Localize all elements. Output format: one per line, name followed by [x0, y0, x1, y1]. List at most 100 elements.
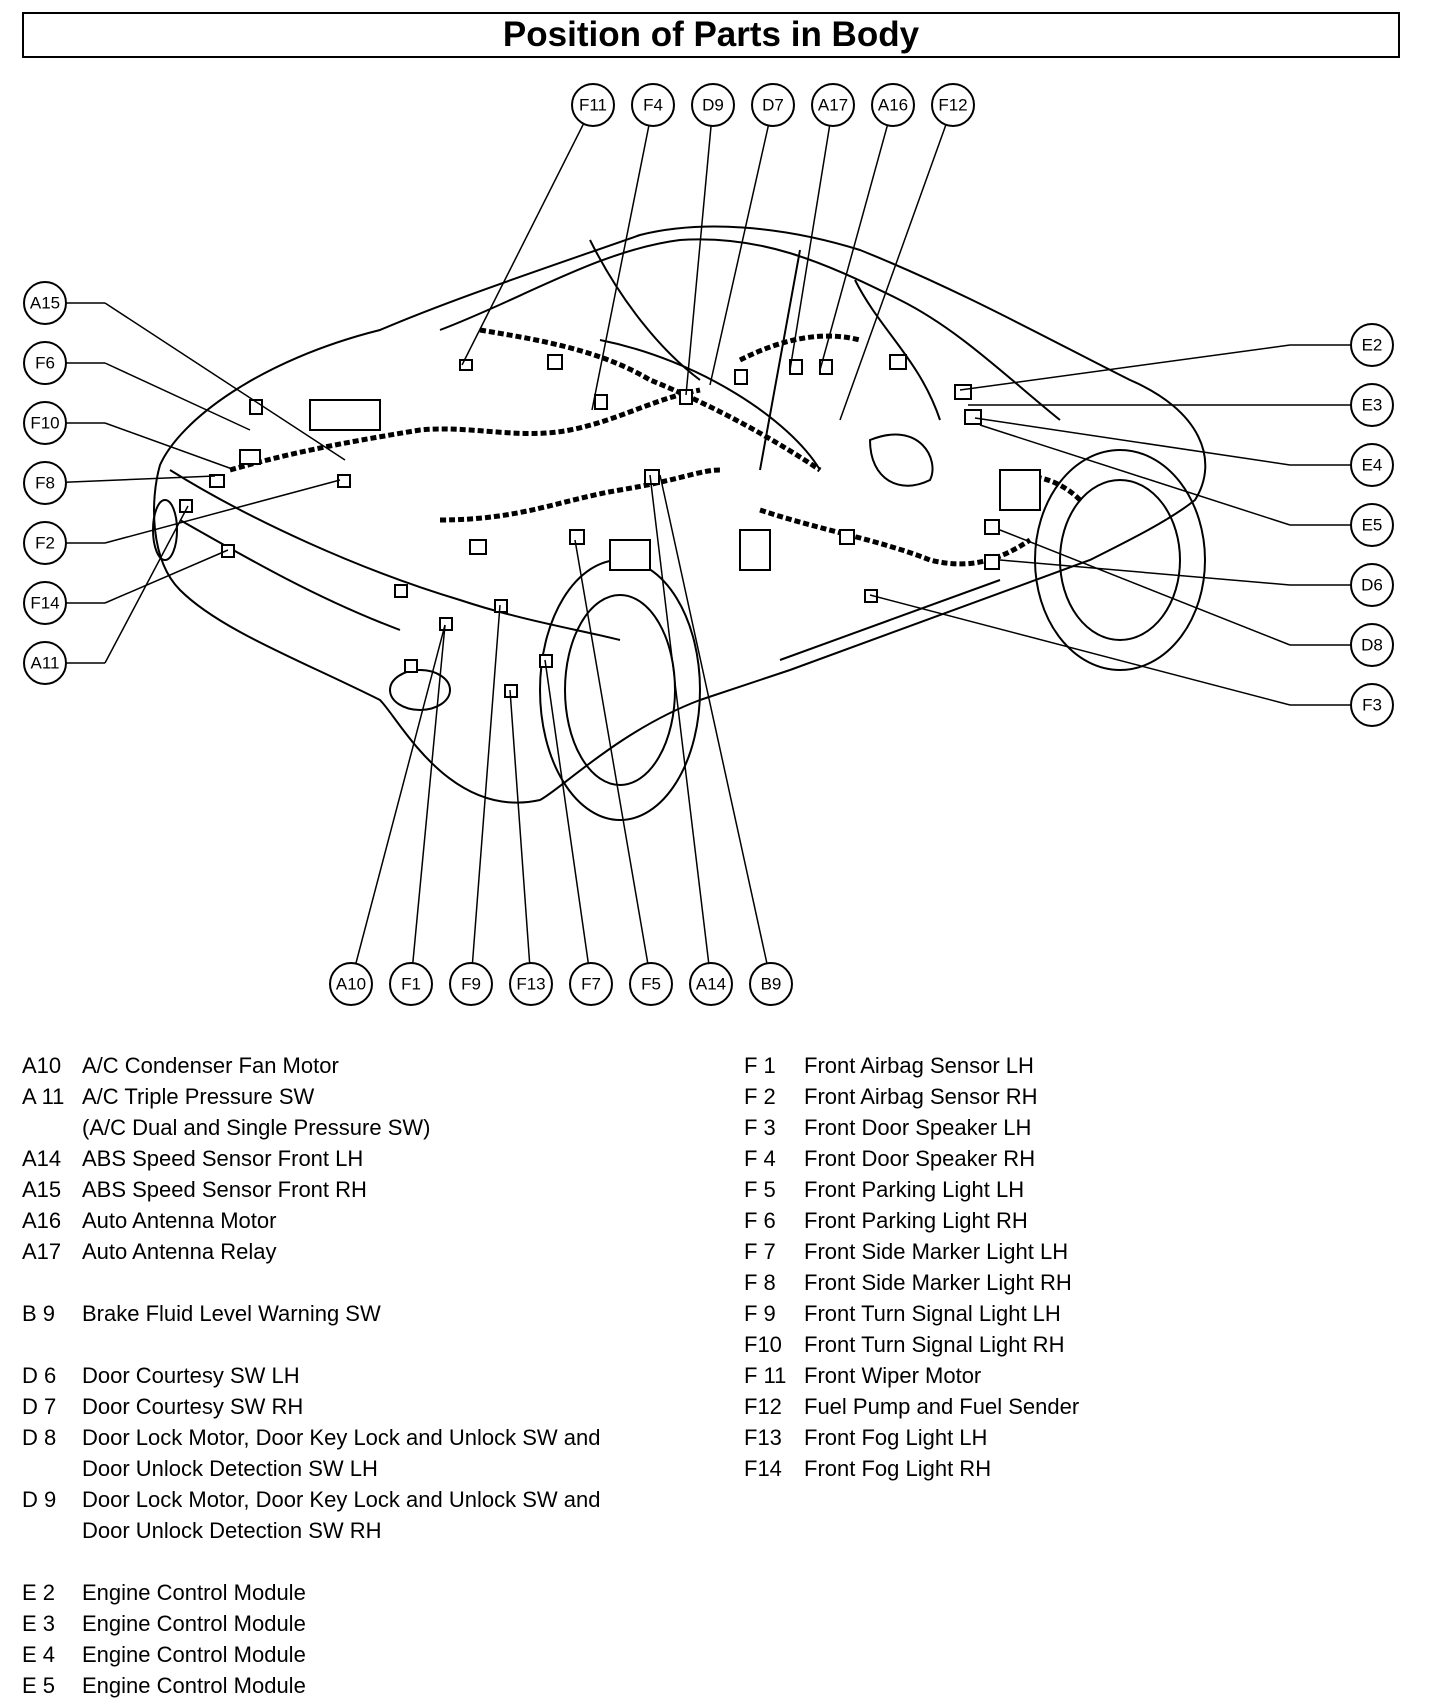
callout-F1: F1 [389, 962, 433, 1006]
callout-bubbles-top: F11 F4 D9 D7 A17 A16 F12 [571, 83, 975, 127]
legend-row-continuation: Door Unlock Detection SW LH [82, 1456, 378, 1481]
svg-text:F13: F13 [516, 975, 545, 994]
callout-F12: F12 [931, 83, 975, 127]
callout-D7: D7 [751, 83, 795, 127]
svg-text:F2: F2 [35, 534, 55, 553]
callout-E3: E3 [1350, 383, 1394, 427]
svg-text:D7: D7 [762, 96, 784, 115]
car-outline [152, 225, 1207, 821]
callout-A16: A16 [871, 83, 915, 127]
callout-F6: F6 [23, 341, 67, 385]
page-title: Position of Parts in Body [502, 15, 920, 54]
svg-text:E2: E2 [1362, 336, 1383, 355]
leader-lines [46, 104, 1370, 983]
callout-B9: B9 [749, 962, 793, 1006]
svg-text:F9: F9 [461, 975, 481, 994]
svg-text:F6: F6 [35, 354, 55, 373]
connectors [179, 354, 1041, 698]
svg-text:E5: E5 [1362, 516, 1383, 535]
callout-E4: E4 [1350, 443, 1394, 487]
svg-text:D6: D6 [1361, 576, 1383, 595]
callout-bubbles-right: E2 E3 E4 E5 D6 D8 F3 [1350, 323, 1394, 727]
callout-F2: F2 [23, 521, 67, 565]
svg-text:A15: A15 [30, 294, 60, 313]
svg-text:E3: E3 [1362, 396, 1383, 415]
callout-A10: A10 [329, 962, 373, 1006]
callout-bubbles-bottom: A10 F1 F9 F13 F7 F5 A14 B9 [329, 962, 793, 1006]
callout-F9: F9 [449, 962, 493, 1006]
svg-text:F11: F11 [579, 96, 607, 115]
callout-F5: F5 [629, 962, 673, 1006]
callout-D6: D6 [1350, 563, 1394, 607]
legend-row-continuation: Door Unlock Detection SW RH [82, 1518, 382, 1543]
car-body-diagram: F11 F4 D9 D7 A17 A16 F12 A15 F6 F10 F8 F… [23, 83, 1394, 1006]
wiring-harness [229, 327, 1082, 567]
callout-F13: F13 [509, 962, 553, 1006]
callout-A17: A17 [811, 83, 855, 127]
legend-row-continuation: (A/C Dual and Single Pressure SW) [82, 1115, 431, 1140]
callout-A14: A14 [689, 962, 733, 1006]
svg-text:D9: D9 [702, 96, 724, 115]
svg-text:D8: D8 [1361, 636, 1383, 655]
svg-text:E4: E4 [1362, 456, 1383, 475]
svg-text:A16: A16 [878, 96, 908, 115]
callout-E5: E5 [1350, 503, 1394, 547]
svg-text:F12: F12 [938, 96, 967, 115]
callout-F8: F8 [23, 461, 67, 505]
svg-text:F3: F3 [1362, 696, 1382, 715]
callout-F7: F7 [569, 962, 613, 1006]
svg-text:A14: A14 [696, 975, 726, 994]
svg-text:F4: F4 [643, 96, 663, 115]
title-box: Position of Parts in Body [22, 12, 1400, 58]
svg-text:A11: A11 [31, 654, 60, 673]
svg-text:A10: A10 [336, 975, 366, 994]
svg-text:F14: F14 [30, 594, 59, 613]
callout-A15: A15 [23, 281, 67, 325]
callout-F14: F14 [23, 581, 67, 625]
callout-F11: F11 [571, 83, 615, 127]
callout-A11: A11 [23, 641, 67, 685]
svg-text:F1: F1 [401, 975, 421, 994]
callout-D8: D8 [1350, 623, 1394, 667]
svg-text:F7: F7 [581, 975, 601, 994]
svg-text:F8: F8 [35, 474, 55, 493]
callout-bubbles-left: A15 F6 F10 F8 F2 F14 A11 [23, 281, 67, 685]
svg-text:F5: F5 [641, 975, 661, 994]
callout-F10: F10 [23, 401, 67, 445]
callout-F3: F3 [1350, 683, 1394, 727]
callout-E2: E2 [1350, 323, 1394, 367]
svg-text:A17: A17 [818, 96, 848, 115]
svg-text:F10: F10 [30, 414, 59, 433]
svg-text:B9: B9 [761, 975, 782, 994]
callout-D9: D9 [691, 83, 735, 127]
